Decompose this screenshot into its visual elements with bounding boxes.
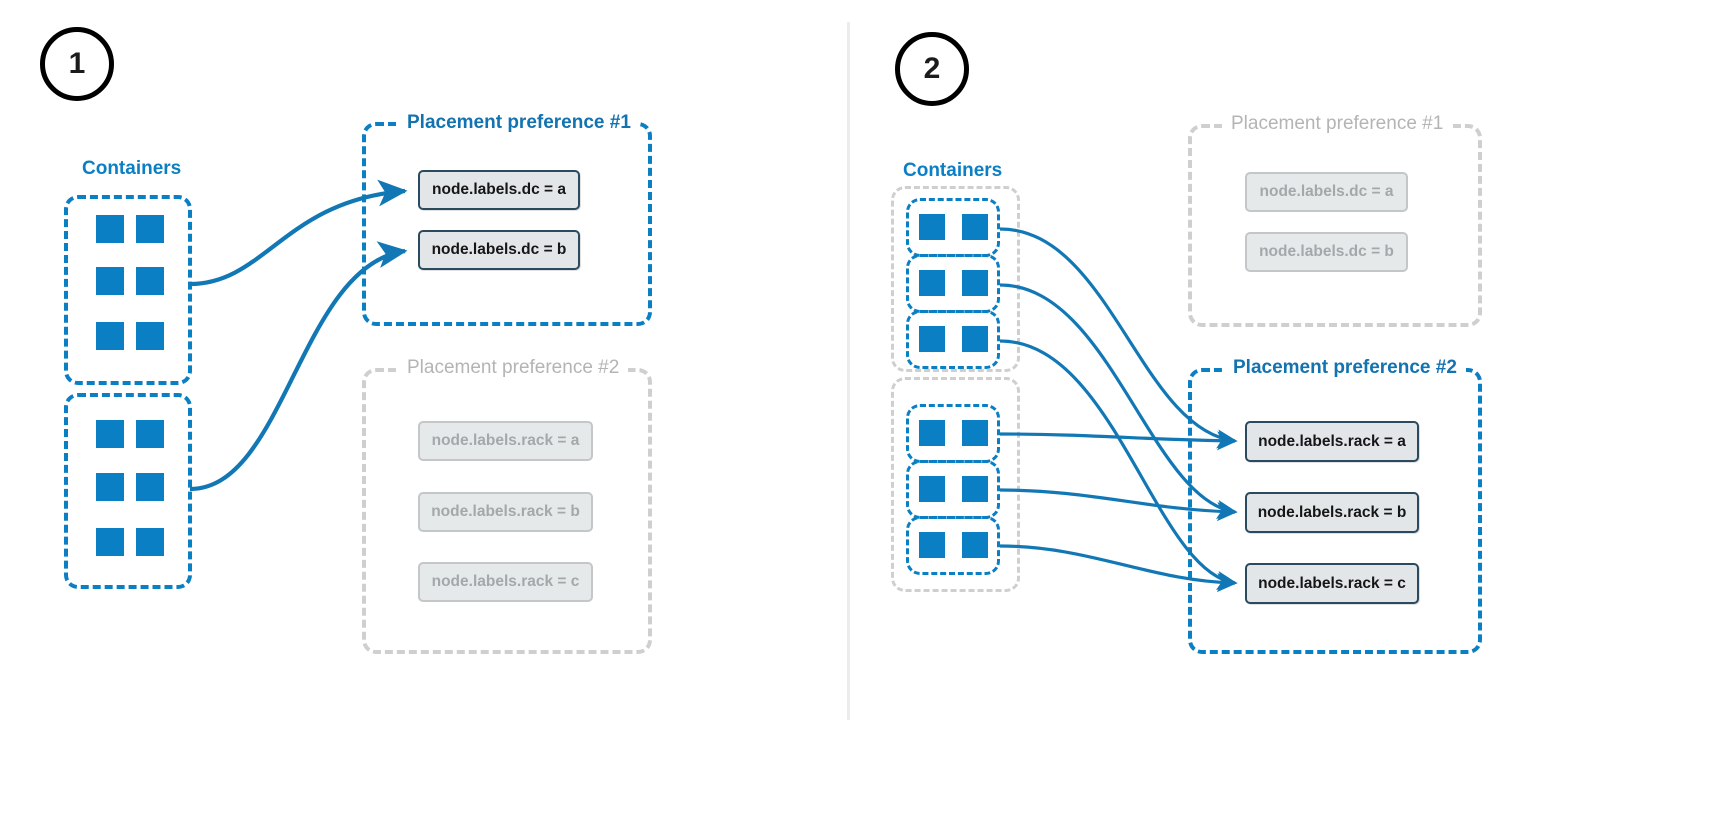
chip-node-labels-dc-b-panel-1[interactable]: node.labels.dc = b	[418, 230, 580, 270]
container-square	[96, 215, 124, 243]
container-square	[919, 476, 945, 502]
chip-node-labels-dc-a-panel-1[interactable]: node.labels.dc = a	[418, 170, 580, 210]
placement-preference-2-title-panel-1: Placement preference #2	[398, 357, 629, 379]
container-square	[136, 528, 164, 556]
step-badge-2-label: 2	[923, 52, 941, 85]
placement-preference-1-box-panel-1	[362, 122, 652, 326]
container-square	[919, 420, 945, 446]
placement-preference-1-box-panel-2	[1188, 124, 1482, 327]
container-square	[919, 214, 945, 240]
container-group-2-panel-1	[64, 393, 192, 589]
chip-node-labels-rack-b-panel-2[interactable]: node.labels.rack = b	[1245, 492, 1419, 533]
step-badge-2: 2	[895, 32, 969, 106]
container-square	[919, 326, 945, 352]
container-square	[919, 270, 945, 296]
panel-divider	[847, 22, 850, 720]
container-square	[962, 326, 988, 352]
chip-node-labels-rack-a-panel-2[interactable]: node.labels.rack = a	[1245, 421, 1419, 462]
container-group-1-panel-1	[64, 195, 192, 385]
chip-node-labels-dc-a-panel-2[interactable]: node.labels.dc = a	[1245, 172, 1408, 212]
container-row-box-g2-r3	[906, 516, 1000, 575]
container-row-box-g1-r3	[906, 310, 1000, 369]
placement-preference-2-title-panel-2: Placement preference #2	[1224, 357, 1466, 379]
container-square	[962, 270, 988, 296]
container-square	[962, 476, 988, 502]
container-square	[962, 532, 988, 558]
container-square	[919, 532, 945, 558]
container-square	[96, 420, 124, 448]
step-badge-1-label: 1	[68, 47, 86, 80]
placement-preference-1-title-panel-2: Placement preference #1	[1222, 113, 1453, 135]
chip-node-labels-dc-b-panel-2[interactable]: node.labels.dc = b	[1245, 232, 1408, 272]
containers-label-panel-2: Containers	[897, 160, 1009, 182]
chip-node-labels-rack-c-panel-2[interactable]: node.labels.rack = c	[1245, 563, 1419, 604]
container-square	[96, 267, 124, 295]
container-square	[96, 473, 124, 501]
step-badge-1: 1	[40, 27, 114, 101]
container-square	[96, 322, 124, 350]
container-square	[962, 420, 988, 446]
chip-node-labels-rack-c-panel-1[interactable]: node.labels.rack = c	[418, 562, 593, 602]
containers-label-panel-1: Containers	[76, 158, 188, 180]
placement-preference-1-title-panel-1: Placement preference #1	[398, 112, 640, 134]
container-square	[136, 215, 164, 243]
container-square	[136, 420, 164, 448]
chip-node-labels-rack-a-panel-1[interactable]: node.labels.rack = a	[418, 421, 593, 461]
chip-node-labels-rack-b-panel-1[interactable]: node.labels.rack = b	[418, 492, 593, 532]
container-square	[136, 322, 164, 350]
container-square	[136, 267, 164, 295]
container-square	[136, 473, 164, 501]
container-square	[96, 528, 124, 556]
container-square	[962, 214, 988, 240]
